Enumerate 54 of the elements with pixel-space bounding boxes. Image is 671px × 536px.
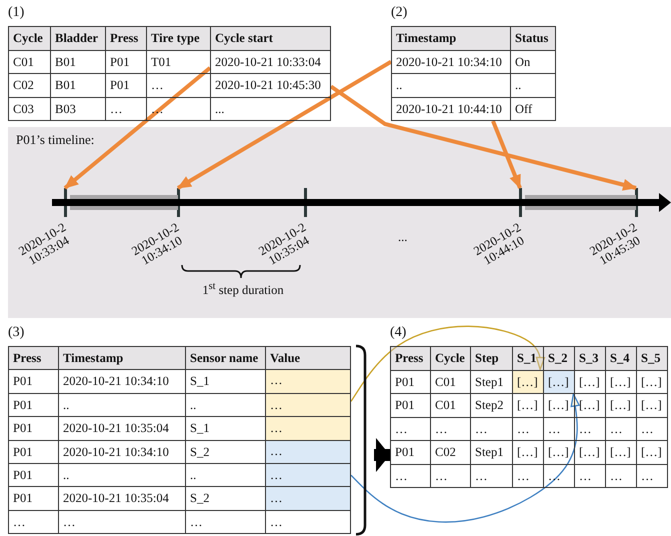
- table-cell: …: [390, 464, 431, 488]
- table-cell: C03: [8, 96, 51, 121]
- table-cell: …: [266, 462, 350, 488]
- column-header: S_1: [512, 346, 544, 370]
- arrow: [330, 84, 637, 191]
- panel-title: P01’s timeline:: [16, 132, 94, 148]
- column-header: Cycle: [430, 346, 471, 370]
- table-cell: …: [266, 486, 350, 511]
- brace-label: 1$^{st}$ step duration: [201, 281, 285, 298]
- arrow: [176, 60, 392, 190]
- column-header: S_3: [574, 346, 606, 370]
- column-header: Press: [390, 346, 431, 370]
- column-header: Press: [8, 346, 59, 370]
- column-header: Sensor name: [185, 346, 266, 370]
- table-heading: (4): [390, 325, 406, 341]
- table-cell: […]: [512, 370, 544, 394]
- table-cell: …: [266, 416, 350, 441]
- highlighted-cells: [265, 369, 351, 441]
- tick-mark: [304, 188, 306, 217]
- column-header: S_4: [605, 346, 637, 370]
- arrow: [350, 326, 546, 402]
- column-header: Timestamp: [58, 346, 186, 370]
- table-heading: (1): [8, 5, 24, 21]
- table-cell: …: [636, 464, 668, 488]
- timeline-panel: [8, 127, 671, 318]
- column-header: Cycle: [8, 26, 51, 50]
- table-heading: (2): [391, 5, 408, 21]
- arrow: [350, 393, 580, 523]
- column-header: Value: [265, 346, 351, 370]
- table-cell-text: …: [269, 372, 284, 390]
- table-cell: Off: [510, 96, 556, 121]
- arrow: [374, 438, 390, 472]
- column-header: Tire type: [146, 26, 211, 50]
- column-header: Bladder: [50, 26, 106, 50]
- column-header: Timestamp: [391, 26, 511, 50]
- column-header: Step: [470, 346, 513, 370]
- column-header: Status: [510, 26, 556, 50]
- table-cell: ...: [210, 96, 331, 121]
- column-header: S_5: [636, 346, 668, 370]
- table-cell: …: [8, 510, 59, 534]
- table-heading: (3): [8, 325, 24, 341]
- column-header: Press: [105, 26, 147, 50]
- table-cell-text: …: [269, 442, 284, 460]
- ellipsis-label: ...: [398, 230, 408, 245]
- highlighted-cells: [265, 440, 351, 511]
- tick-mark: [64, 188, 66, 217]
- column-header: S_2: [543, 346, 575, 370]
- table-cell: 2020-10-21 10:44:10: [391, 96, 511, 121]
- column-header: Cycle start: [210, 26, 331, 50]
- table-cell: …: [265, 510, 351, 534]
- tick-mark: [518, 188, 522, 217]
- table-cell: […]: [543, 370, 575, 394]
- arrow: [491, 120, 522, 189]
- table-cell: …: [266, 392, 350, 418]
